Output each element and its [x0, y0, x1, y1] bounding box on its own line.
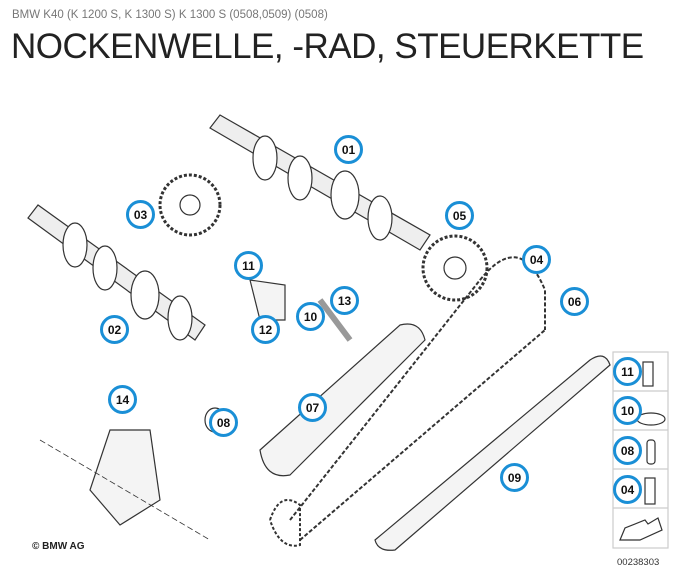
- arrow-icon: [619, 517, 663, 541]
- tensioner-rail: [259, 323, 426, 477]
- callout-06[interactable]: 06: [560, 287, 589, 316]
- callout-13[interactable]: 13: [330, 286, 359, 315]
- legend-callout-04[interactable]: 04: [613, 475, 642, 504]
- callout-09[interactable]: 09: [500, 463, 529, 492]
- callout-03[interactable]: 03: [126, 200, 155, 229]
- copyright: © BMW AG: [32, 541, 85, 552]
- sprocket-03: [158, 173, 222, 237]
- callout-14[interactable]: 14: [108, 385, 137, 414]
- timing-chain: [289, 256, 546, 541]
- callout-05[interactable]: 05: [445, 201, 474, 230]
- callout-11[interactable]: 11: [234, 251, 263, 280]
- legend-callout-10[interactable]: 10: [613, 396, 642, 425]
- callout-07[interactable]: 07: [298, 393, 327, 422]
- pin-icon: [646, 439, 656, 465]
- bolt-icon: [642, 361, 654, 387]
- camshaft-lower: [27, 204, 206, 341]
- callout-01[interactable]: 01: [334, 135, 363, 164]
- camshaft-upper: [209, 114, 431, 251]
- callout-04[interactable]: 04: [522, 245, 551, 274]
- page-title: NOCKENWELLE, -RAD, STEUERKETTE: [11, 27, 644, 66]
- callout-10[interactable]: 10: [296, 302, 325, 331]
- callout-12[interactable]: 12: [251, 315, 280, 344]
- diagram-code: 00238303: [617, 557, 660, 568]
- legend-callout-08[interactable]: 08: [613, 436, 642, 465]
- sprocket-05: [421, 234, 489, 302]
- guide-rail: [374, 355, 611, 551]
- screw-icon: [644, 477, 656, 505]
- callout-08[interactable]: 08: [209, 408, 238, 437]
- cover-14: [89, 429, 161, 526]
- callout-02[interactable]: 02: [100, 315, 129, 344]
- legend-callout-11[interactable]: 11: [613, 357, 642, 386]
- breadcrumb-subtitle: BMW K40 (K 1200 S, K 1300 S) K 1300 S (0…: [12, 9, 328, 21]
